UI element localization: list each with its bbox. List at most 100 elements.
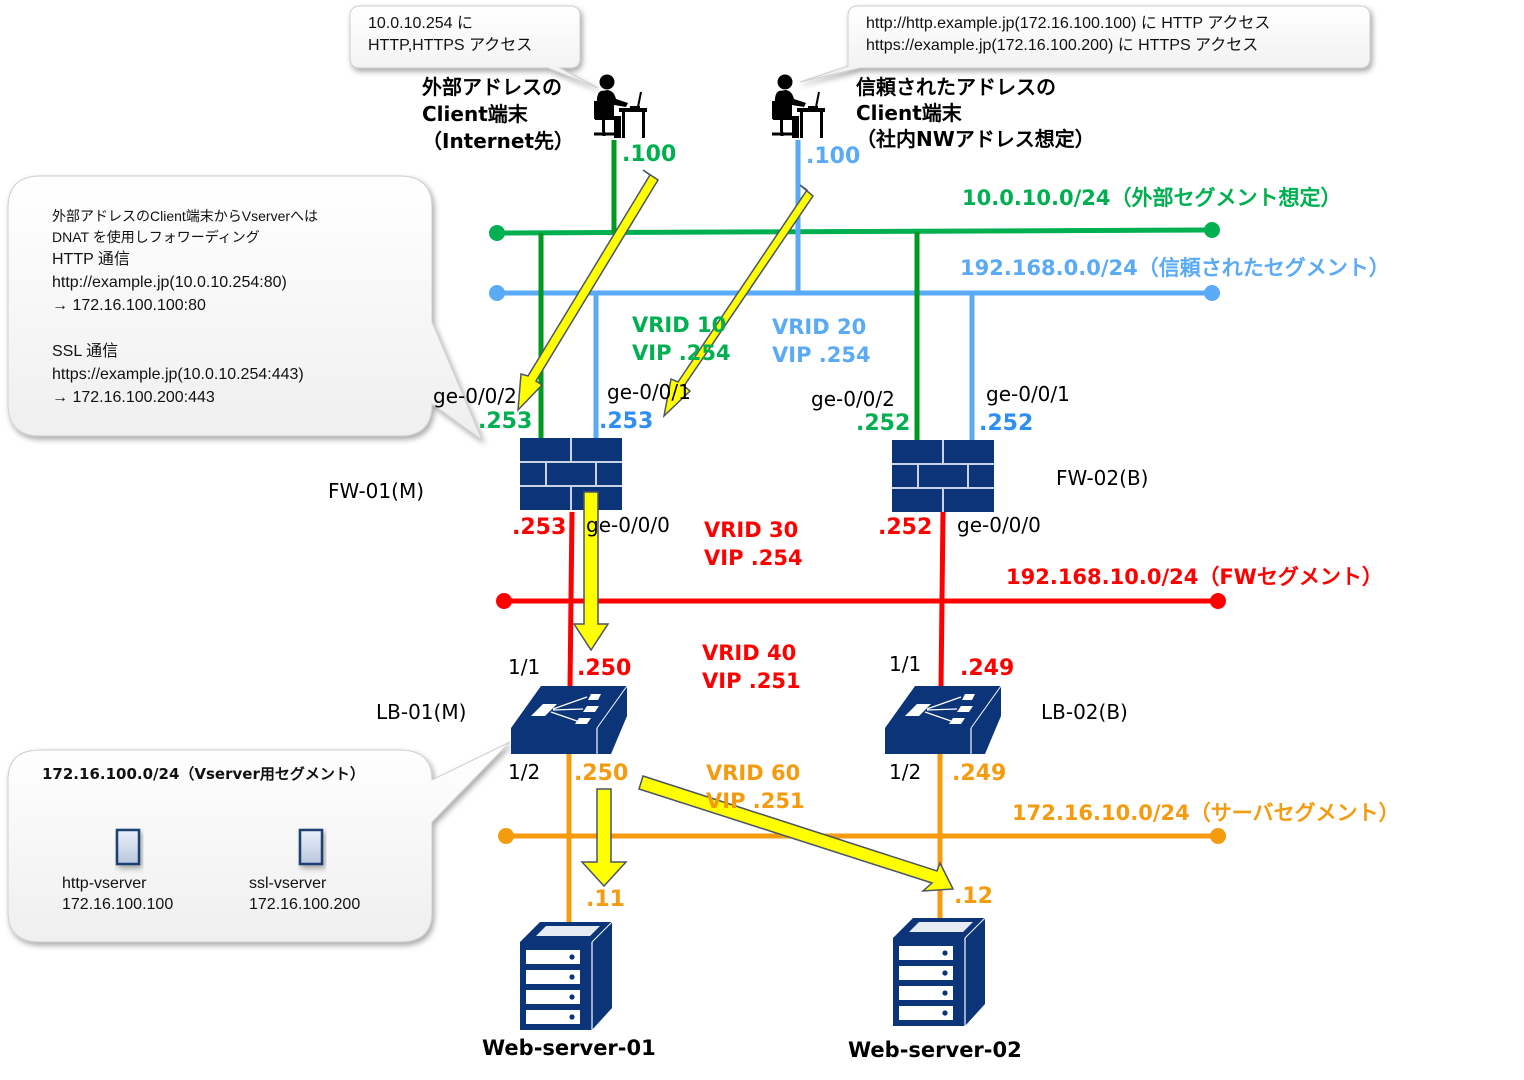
fw01-ext-port: ge-0/0/2 — [433, 384, 517, 408]
flow-arrow-fw-to-lb — [572, 491, 610, 652]
vrid60-label: VRID 60 VIP .251 — [706, 759, 805, 815]
callout-line: → 172.16.100.100:80 — [52, 297, 206, 314]
callout-external-client-text: 10.0.10.254 に HTTP,HTTPS アクセス — [368, 13, 532, 57]
client-label-line: Client端末 — [856, 101, 962, 125]
callout-line: HTTP,HTTPS アクセス — [368, 37, 533, 54]
fw01-inside-port: ge-0/0/0 — [586, 513, 670, 537]
vrid20-label: VRID 20 VIP .254 — [772, 313, 871, 369]
fw02-trust-port: ge-0/0/1 — [986, 382, 1070, 406]
callout-line: 10.0.10.254 に — [368, 15, 473, 32]
callout-trusted-client — [799, 5, 1371, 83]
vrid-vip: VIP .251 — [706, 789, 805, 813]
lb01-down-ip: .250 — [574, 761, 629, 786]
vserver-ip: 172.16.100.200 — [249, 896, 361, 913]
callout-line: SSL 通信 — [52, 343, 119, 360]
vrid30-label: VRID 30 VIP .254 — [704, 516, 803, 572]
client-label-line: Client端末 — [422, 102, 528, 126]
flow-arrow-lb-to-web01 — [580, 788, 628, 888]
callout-line: DNAT を使用しフォワーディング — [52, 229, 260, 245]
lb01-up-port: 1/1 — [508, 655, 541, 679]
web02-name: Web-server-02 — [848, 1038, 1022, 1062]
segment-external-label: 10.0.10.0/24（外部セグメント想定） — [962, 186, 1342, 210]
vrid-vip: VIP .254 — [704, 546, 803, 570]
vserver-name: http-vserver — [62, 875, 147, 892]
client-external-ip: .100 — [622, 142, 677, 167]
server-icon — [892, 917, 986, 1027]
client-label-line: （Internet先） — [422, 129, 575, 153]
vrid-id: VRID 40 — [702, 641, 797, 665]
fw01-name: FW-01(M) — [328, 479, 424, 503]
client-label-line: 外部アドレスの — [422, 75, 562, 99]
fw02-ext-ip: .252 — [856, 411, 911, 436]
vserver-ip: 172.16.100.100 — [62, 896, 174, 913]
callout-external-client — [349, 5, 599, 89]
fw02-inside-port: ge-0/0/0 — [957, 513, 1041, 537]
user-at-desk-icon — [770, 73, 827, 140]
client-trusted-label: 信頼されたアドレスの Client端末 （社内NWアドレス想定） — [856, 74, 1095, 152]
firewall-icon — [891, 439, 995, 513]
vrid-vip: VIP .254 — [772, 343, 871, 367]
callout-trusted-client-text: http://http.example.jp(172.16.100.100) に… — [866, 13, 1270, 57]
vrid-vip: VIP .251 — [702, 669, 801, 693]
vserver-ssl: ssl-vserver 172.16.100.200 — [249, 873, 360, 915]
load-balancer-icon — [510, 685, 628, 755]
callout-line — [52, 317, 318, 340]
lb02-name: LB-02(B) — [1041, 700, 1128, 724]
lb01-up-ip: .250 — [577, 656, 632, 681]
segment-trusted-line — [489, 285, 1220, 301]
fw02-name: FW-02(B) — [1056, 466, 1149, 490]
segment-trusted-label: 192.168.0.0/24（信頼されたセグメント） — [960, 256, 1390, 280]
segment-fw-label: 192.168.10.0/24（FWセグメント） — [1006, 565, 1383, 589]
client-label-line: 信頼されたアドレスの — [856, 75, 1056, 99]
flow-arrow-lb-to-web02 — [638, 775, 955, 892]
callout-line: https://example.jp(172.16.100.200) に HTT… — [866, 37, 1259, 54]
fw02-inside-ip: .252 — [878, 515, 933, 540]
callout-dnat-text: 外部アドレスのClient端末からVserverへは DNAT を使用しフォワー… — [52, 206, 318, 409]
fw02-trust-ip: .252 — [979, 411, 1034, 436]
lb02-down-port: 1/2 — [889, 760, 922, 784]
fw01-trust-ip: .253 — [599, 409, 654, 434]
vrid-id: VRID 20 — [772, 315, 867, 339]
vserver-name: ssl-vserver — [249, 875, 327, 892]
vrid40-label: VRID 40 VIP .251 — [702, 639, 801, 695]
web01-name: Web-server-01 — [482, 1036, 656, 1060]
vserver-http: http-vserver 172.16.100.100 — [62, 873, 173, 915]
callout-line: http://http.example.jp(172.16.100.100) に… — [866, 15, 1271, 32]
segment-external-line — [489, 222, 1220, 241]
callout-dnat — [7, 175, 484, 442]
vserver-segment-title: 172.16.100.0/24（Vserver用セグメント） — [42, 765, 365, 783]
vrid-vip: VIP .254 — [632, 341, 731, 365]
firewall-icon — [519, 437, 623, 511]
callout-line: http://example.jp(10.0.10.254:80) — [52, 274, 287, 291]
lb02-up-port: 1/1 — [889, 652, 922, 676]
vrid10-label: VRID 10 VIP .254 — [632, 311, 731, 367]
client-label-line: （社内NWアドレス想定） — [856, 127, 1095, 151]
lb02-down-ip: .249 — [952, 761, 1007, 786]
callout-line: → 172.16.100.200:443 — [52, 389, 215, 406]
fw01-inside-ip: .253 — [512, 515, 567, 540]
vrid-id: VRID 10 — [632, 313, 727, 337]
links — [538, 140, 975, 924]
load-balancer-icon — [884, 685, 1002, 755]
fw01-trust-port: ge-0/0/1 — [607, 380, 691, 404]
flow-arrow-trusted — [662, 184, 814, 419]
vrid-id: VRID 30 — [704, 518, 799, 542]
server-icon — [519, 921, 613, 1031]
callout-line: https://example.jp(10.0.10.254:443) — [52, 366, 304, 383]
vrid-id: VRID 60 — [706, 761, 801, 785]
web01-ip: .11 — [586, 887, 625, 912]
web02-ip: .12 — [954, 884, 993, 909]
lb01-down-port: 1/2 — [508, 760, 541, 784]
user-at-desk-icon — [592, 73, 649, 140]
flow-arrow-external — [517, 169, 660, 413]
client-trusted-ip: .100 — [806, 144, 861, 169]
vserver-icon — [298, 828, 324, 866]
client-external-label: 外部アドレスの Client端末 （Internet先） — [422, 74, 574, 155]
callout-line: 外部アドレスのClient端末からVserverへは — [52, 208, 319, 224]
segment-fw-line — [496, 593, 1226, 609]
vserver-icon — [115, 828, 141, 866]
fw02-ext-port: ge-0/0/2 — [811, 387, 895, 411]
lb02-up-ip: .249 — [960, 656, 1015, 681]
callout-vserver — [7, 741, 511, 943]
